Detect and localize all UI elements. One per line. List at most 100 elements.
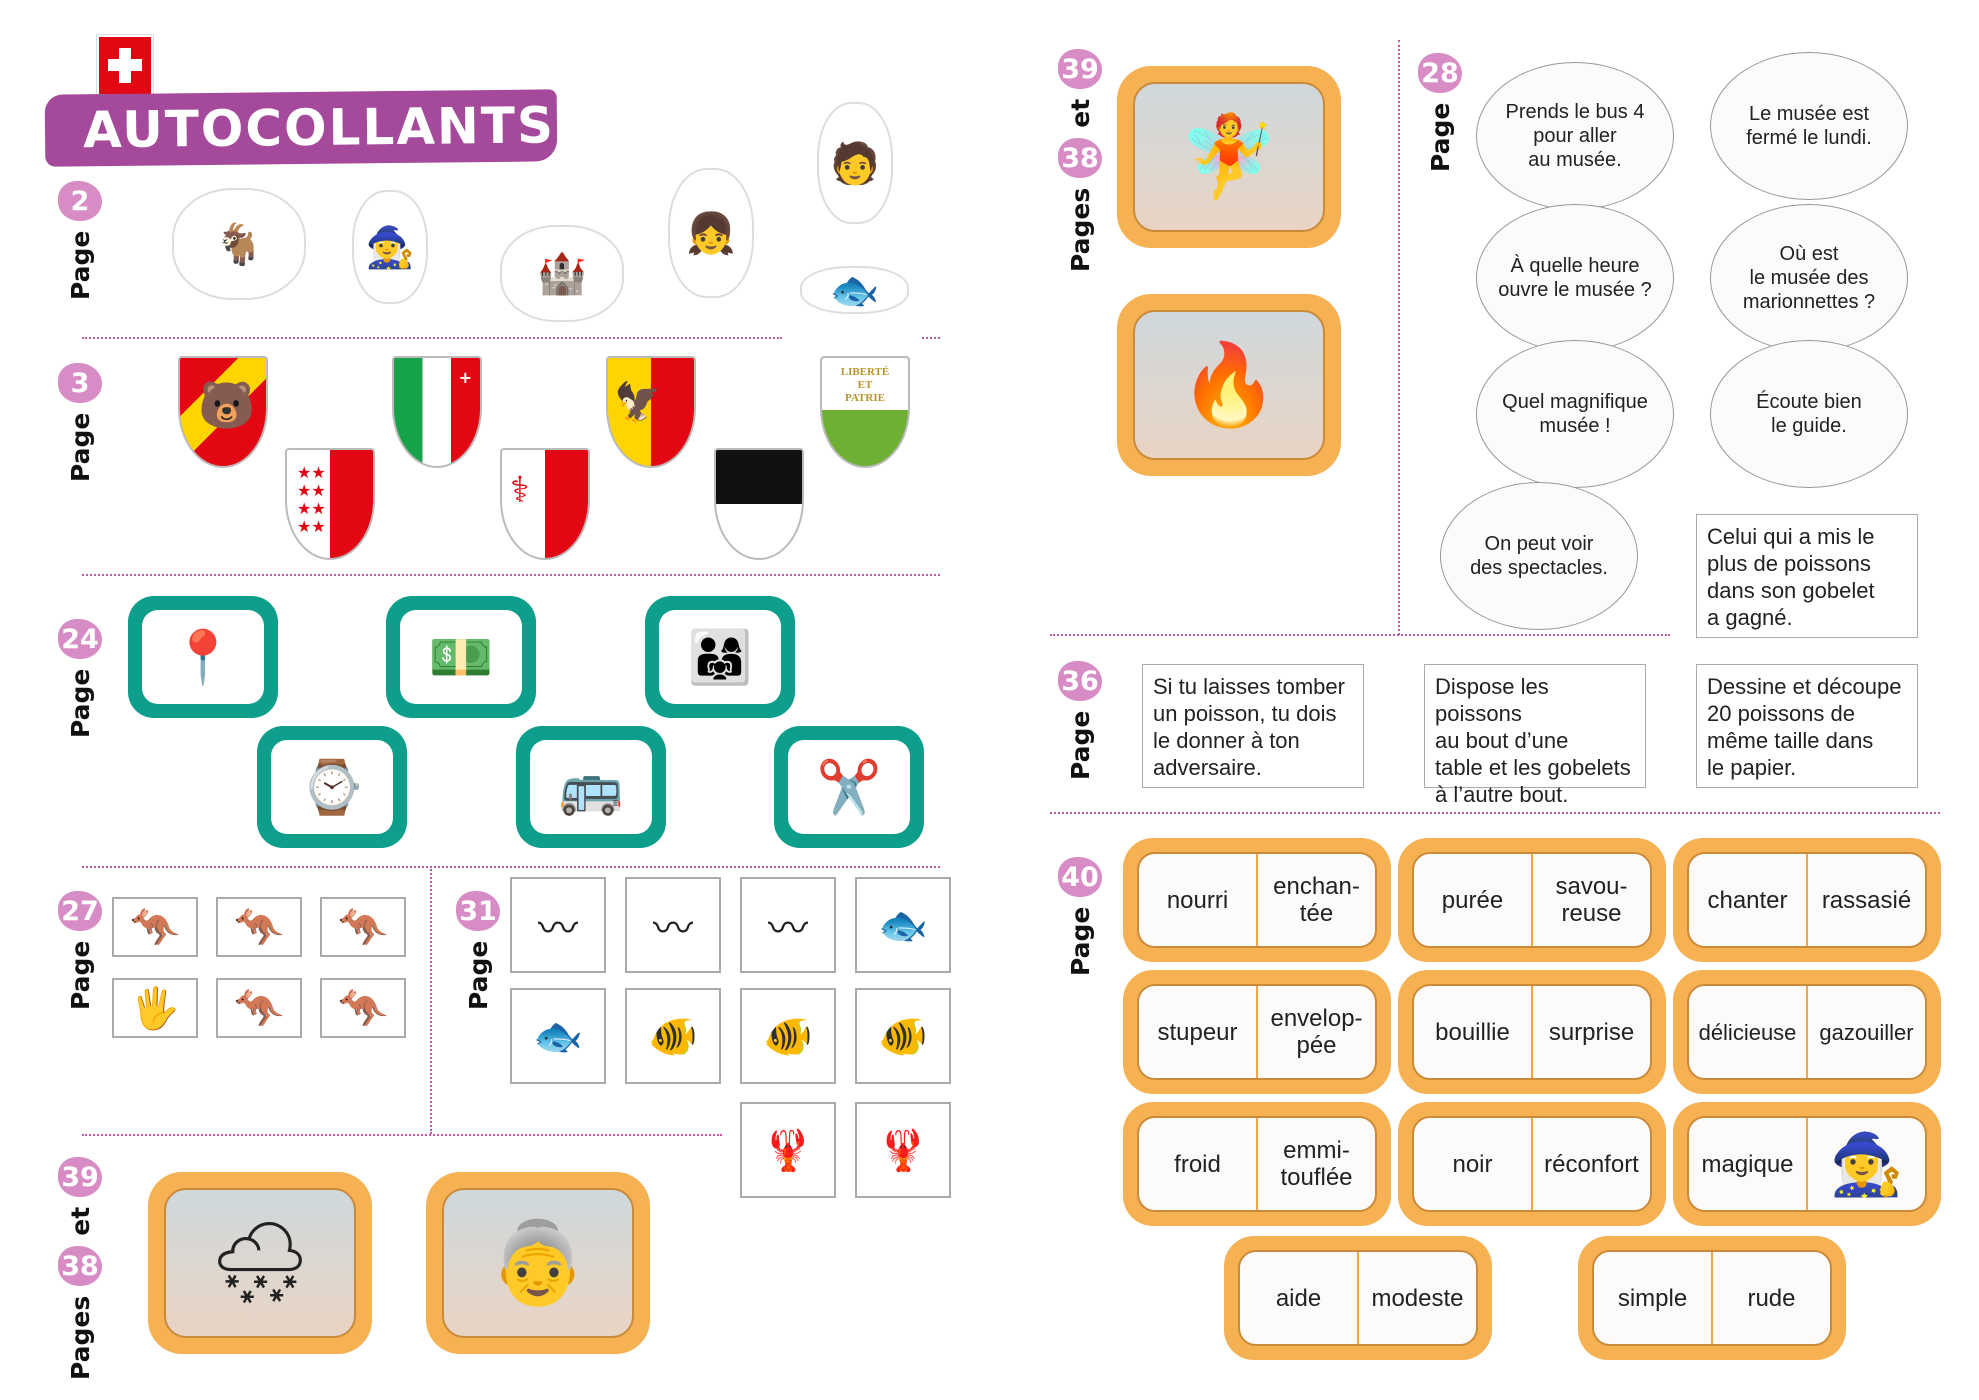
speech-bubble[interactable]: Prends le bus 4 pour aller au musée. xyxy=(1476,62,1674,210)
domino-right: savou- reuse xyxy=(1531,854,1650,946)
domino[interactable]: délicieuse gazouiller xyxy=(1673,970,1941,1094)
speech-bubble[interactable]: Quel magnifique musée ! xyxy=(1476,340,1674,488)
divider xyxy=(430,866,432,1134)
domino-right: surprise xyxy=(1531,986,1650,1078)
domino[interactable]: magique 🧙‍♀️ xyxy=(1673,1102,1941,1226)
domino[interactable]: noir réconfort xyxy=(1398,1102,1666,1226)
speech-bubble[interactable]: Écoute bien le guide. xyxy=(1710,340,1908,488)
scissors-icon: ✂️ xyxy=(788,740,910,834)
card-kangaroo-puppet[interactable]: 🦘 xyxy=(320,897,406,957)
card-perch[interactable]: 🐠 xyxy=(740,988,836,1084)
tile-bus[interactable]: 🚌 xyxy=(516,726,666,848)
page-badge: 3 xyxy=(58,362,102,403)
domino-right: réconfort xyxy=(1531,1118,1650,1210)
fairy-scene-image: 🧚 xyxy=(1133,82,1325,232)
rule-card[interactable]: Celui qui a mis le plus de poissons dans… xyxy=(1696,514,1918,638)
family-icon: 👨‍👩‍👧 xyxy=(659,610,781,704)
money-icon: 💵 xyxy=(400,610,522,704)
scene-grandmother-bowl[interactable]: 👵 xyxy=(426,1172,650,1354)
sticker-castle[interactable]: 🏰 xyxy=(500,225,624,322)
section-label-pages-38-39-top: Pages 38 et 39 xyxy=(1058,47,1102,272)
divider xyxy=(82,337,782,339)
divider xyxy=(82,1134,722,1136)
scene-fairy-cave[interactable]: 🧚 xyxy=(1117,66,1341,248)
swiss-flag-icon xyxy=(97,35,153,96)
section-label-page-3: Page 3 xyxy=(58,361,102,482)
card-kangaroo-puppet[interactable]: 🦘 xyxy=(216,978,302,1038)
card-crayfish[interactable]: 🦞 xyxy=(855,1102,951,1198)
page-badge: 2 xyxy=(58,180,102,221)
section-label-page-24: Page 24 xyxy=(58,617,102,738)
page-badge: 39 xyxy=(1058,48,1102,89)
sticker-animals[interactable]: 🐐 xyxy=(172,188,306,300)
rule-card[interactable]: Dispose les poissons au bout d’une table… xyxy=(1424,664,1646,807)
domino[interactable]: simple rude xyxy=(1578,1236,1846,1360)
section-label-page-2: Page 2 xyxy=(58,179,102,300)
domino[interactable]: stupeur envelop- pée xyxy=(1123,970,1391,1094)
page-title: AUTOCOLLANTS xyxy=(44,89,558,167)
shield-valais[interactable]: ★★★★★★★★ xyxy=(285,448,375,560)
card-kangaroo-puppet[interactable]: 🦘 xyxy=(112,897,198,957)
card-kangaroo-puppet[interactable]: 🦘 xyxy=(320,978,406,1038)
sticker-fairy-grandmother[interactable]: 🧙‍♀️ xyxy=(352,190,428,304)
shield-geneve[interactable]: 🦅 xyxy=(606,356,696,468)
fairy-grandmother-icon: 🧙‍♀️ xyxy=(1806,1118,1925,1210)
divider xyxy=(1050,812,1940,814)
card-perch[interactable]: 🐠 xyxy=(855,988,951,1084)
domino-right: rassasié xyxy=(1806,854,1925,946)
sticker-girl-puppet[interactable]: 👧 xyxy=(668,168,754,298)
domino[interactable]: purée savou- reuse xyxy=(1398,838,1666,962)
rule-card[interactable]: Dessine et découpe 20 poissons de même t… xyxy=(1696,664,1918,788)
section-label-page-40: Page 40 xyxy=(1058,855,1102,976)
page-badge: 38 xyxy=(58,1245,102,1286)
domino-left: purée xyxy=(1441,886,1504,914)
shield-vaud[interactable]: LIBERTÉ ET PATRIE xyxy=(820,356,910,468)
tile-location-pin[interactable]: 📍 xyxy=(128,596,278,718)
card-eel[interactable]: 〰 xyxy=(510,877,606,973)
tile-money[interactable]: 💵 xyxy=(386,596,536,718)
card-crayfish[interactable]: 🦞 xyxy=(740,1102,836,1198)
sticker-man-green[interactable]: 🧑 xyxy=(817,102,893,224)
page-badge: 24 xyxy=(58,618,102,659)
tile-scissors[interactable]: ✂️ xyxy=(774,726,924,848)
watch-icon: ⌚ xyxy=(271,740,393,834)
card-eel[interactable]: 〰 xyxy=(625,877,721,973)
card-eel[interactable]: 〰 xyxy=(740,877,836,973)
domino[interactable]: froid emmi- touflée xyxy=(1123,1102,1391,1226)
section-label-page-36: Page 36 xyxy=(1058,659,1102,780)
card-kangaroo-puppet[interactable]: 🦘 xyxy=(216,897,302,957)
scene-cold-family[interactable]: 🔥 xyxy=(1117,294,1341,476)
domino-left: aide xyxy=(1275,1284,1322,1312)
scene-snow[interactable]: 🌨 xyxy=(148,1172,372,1354)
sticker-fish[interactable]: 🐟 xyxy=(800,266,909,314)
page-badge: 39 xyxy=(58,1156,102,1197)
shield-fribourg[interactable] xyxy=(714,448,804,560)
bus-icon: 🚌 xyxy=(530,740,652,834)
card-whitefish[interactable]: 🐟 xyxy=(510,988,606,1084)
domino[interactable]: aide modeste xyxy=(1224,1236,1492,1360)
domino[interactable]: bouillie surprise xyxy=(1398,970,1666,1094)
card-perch[interactable]: 🐠 xyxy=(625,988,721,1084)
speech-bubble[interactable]: On peut voir des spectacles. xyxy=(1440,482,1638,630)
domino[interactable]: chanter rassasié xyxy=(1673,838,1941,962)
tile-watch[interactable]: ⌚ xyxy=(257,726,407,848)
speech-bubble[interactable]: Le musée est fermé le lundi. xyxy=(1710,52,1908,200)
rule-card[interactable]: Si tu laisses tomber un poisson, tu dois… xyxy=(1142,664,1364,788)
card-whitefish[interactable]: 🐟 xyxy=(855,877,951,973)
domino-left: magique xyxy=(1701,1150,1794,1178)
domino[interactable]: nourri enchan- tée xyxy=(1123,838,1391,962)
domino-left: nourri xyxy=(1166,886,1229,914)
speech-bubble[interactable]: À quelle heure ouvre le musée ? xyxy=(1476,204,1674,352)
page-badge: 27 xyxy=(58,890,102,931)
divider xyxy=(922,337,940,339)
shield-bern[interactable]: 🐻 xyxy=(178,356,268,468)
section-label-page-28: Page 28 xyxy=(1418,51,1462,172)
speech-bubble[interactable]: Où est le musée des marionnettes ? xyxy=(1710,204,1908,352)
tile-family[interactable]: 👨‍👩‍👧 xyxy=(645,596,795,718)
card-kangaroo-puppet[interactable]: 🖐 xyxy=(112,978,198,1038)
shield-neuchatel[interactable]: + xyxy=(392,356,482,468)
page-badge: 38 xyxy=(1058,137,1102,178)
section-label-page-27: Page 27 xyxy=(58,889,102,1010)
shield-jura[interactable]: ⚕ xyxy=(500,448,590,560)
divider xyxy=(1050,634,1670,636)
